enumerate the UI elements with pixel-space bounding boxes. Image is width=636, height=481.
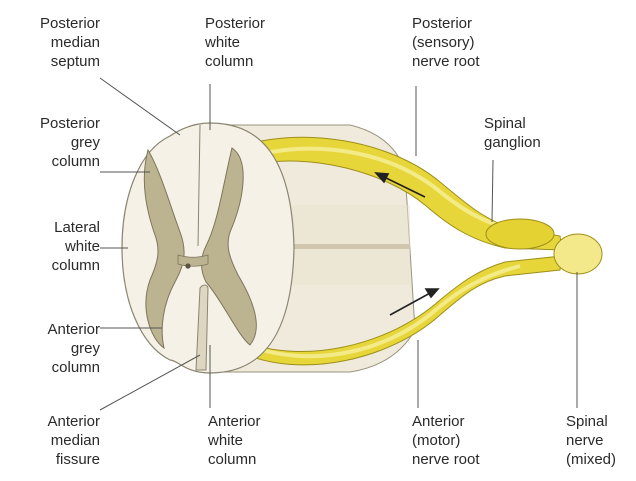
label-posterior-median-septum: Posterior median septum	[40, 14, 100, 71]
leader-posterior-median-septum	[100, 78, 180, 135]
central-canal	[185, 263, 190, 268]
label-anterior-median-fissure: Anterior median fissure	[47, 412, 100, 469]
label-anterior-nerve-root: Anterior (motor) nerve root	[412, 412, 480, 469]
label-anterior-grey-column: Anterior grey column	[47, 320, 100, 377]
label-spinal-ganglion: Spinal ganglion	[484, 114, 541, 152]
label-spinal-nerve: Spinal nerve (mixed)	[566, 412, 616, 469]
leader-anterior-median-fissure	[100, 355, 200, 410]
label-anterior-white-column: Anterior white column	[208, 412, 261, 469]
spinal-ganglion	[486, 219, 554, 249]
label-posterior-white-column: Posterior white column	[205, 14, 265, 71]
label-lateral-white-column: Lateral white column	[52, 218, 100, 275]
spinal-nerve-end	[554, 234, 602, 274]
label-posterior-nerve-root: Posterior (sensory) nerve root	[412, 14, 480, 71]
label-posterior-grey-column: Posterior grey column	[40, 114, 100, 171]
leader-spinal-ganglion	[492, 160, 493, 222]
